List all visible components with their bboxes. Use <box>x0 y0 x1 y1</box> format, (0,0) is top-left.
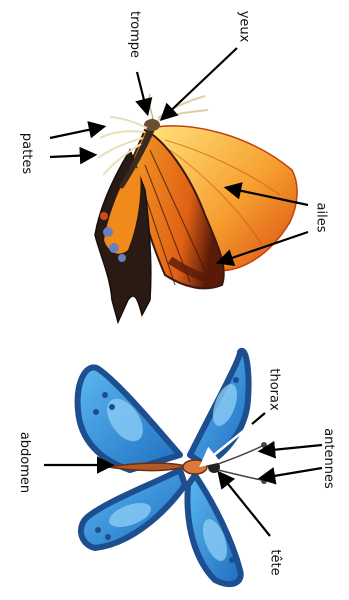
arrow-yeux <box>163 48 237 118</box>
arrow-antennes-2 <box>262 468 322 478</box>
label-tete: tête <box>269 549 282 575</box>
blue-butterfly-head <box>208 461 220 473</box>
label-pattes: pattes <box>20 133 33 174</box>
label-yeux: yeux <box>237 11 250 43</box>
pointer-arrows <box>44 48 322 536</box>
label-abdomen: abdomen <box>18 432 31 493</box>
blue-butterfly <box>78 351 267 584</box>
arrow-pattes-2 <box>50 155 93 157</box>
arrow-antennes-1 <box>262 445 322 451</box>
label-antennes: antennes <box>322 428 335 489</box>
swallowtail-butterfly <box>95 94 297 322</box>
arrow-trompe <box>137 72 147 112</box>
arrow-pattes-1 <box>50 127 102 138</box>
label-thorax: thorax <box>268 368 281 410</box>
label-trompe: trompe <box>128 11 141 58</box>
label-ailes: ailes <box>314 203 327 233</box>
